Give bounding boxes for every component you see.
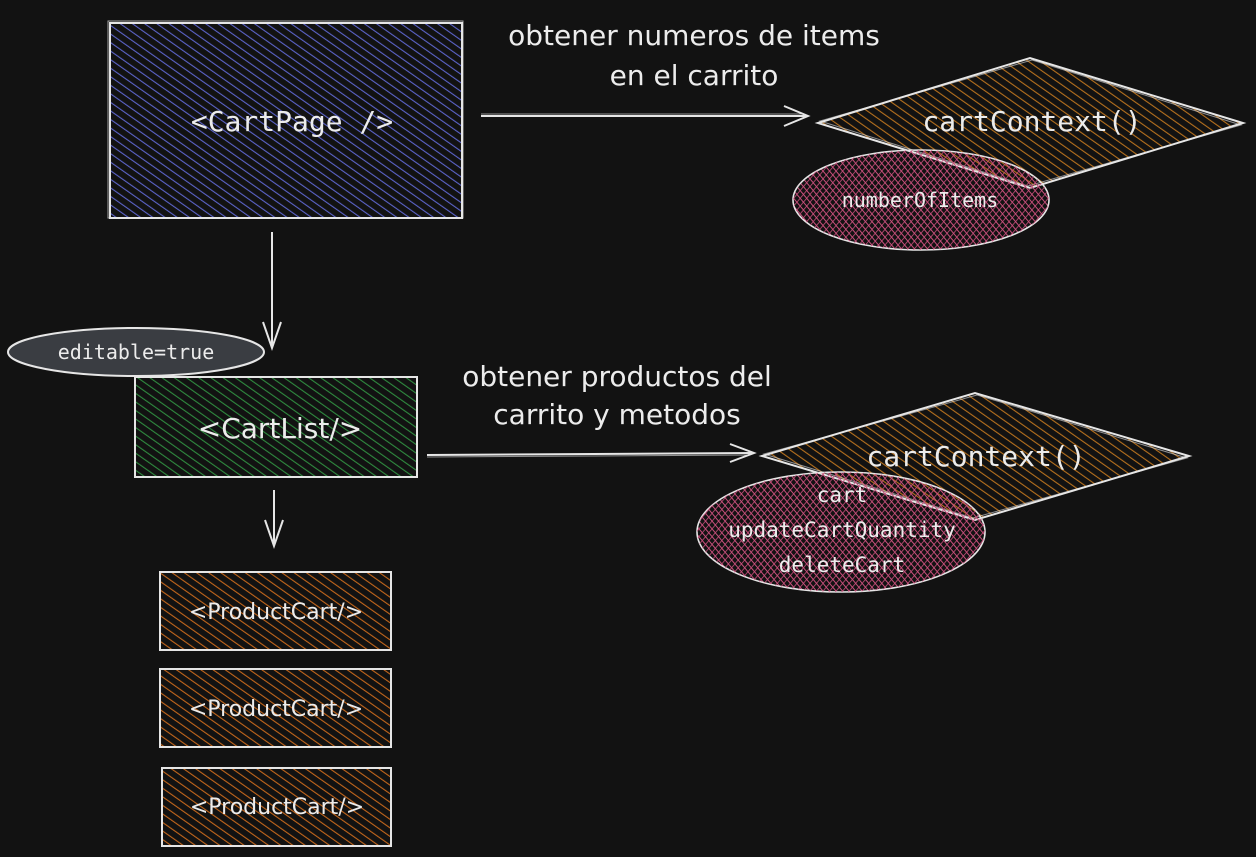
context-bottom-value-update: updateCartQuantity bbox=[728, 518, 956, 542]
cart-list-node: <CartList/> bbox=[134, 376, 418, 478]
annotation-bottom-line-2: carrito y metodos bbox=[493, 398, 740, 431]
context-top-node: cartContext() numberOfItems bbox=[792, 56, 1247, 251]
arrow-cartpage-to-cartlist bbox=[262, 232, 282, 352]
product-cart-label: <ProductCart/> bbox=[189, 697, 363, 722]
editable-badge-label: editable=true bbox=[58, 340, 215, 364]
annotation-top-line-1: obtener numeros de items bbox=[508, 19, 880, 52]
cart-page-node: <CartPage /> bbox=[107, 20, 464, 219]
arrow-cartlist-to-context bbox=[426, 443, 757, 463]
arrow-cartlist-to-products bbox=[264, 490, 284, 550]
context-bottom-value-delete: deleteCart bbox=[779, 553, 905, 577]
product-cart-2: <ProductCart/> bbox=[159, 668, 392, 748]
context-bottom-label: cartContext() bbox=[866, 440, 1085, 473]
annotation-top: obtener numeros de items en el carrito bbox=[508, 19, 880, 92]
editable-badge: editable=true bbox=[7, 327, 265, 377]
product-cart-label: <ProductCart/> bbox=[189, 600, 363, 625]
product-cart-1: <ProductCart/> bbox=[159, 571, 392, 651]
context-top-value: numberOfItems bbox=[842, 188, 999, 212]
context-top-label: cartContext() bbox=[922, 105, 1141, 138]
annotation-top-line-2: en el carrito bbox=[610, 59, 779, 92]
cart-list-label: <CartList/> bbox=[198, 412, 363, 445]
cart-list-box bbox=[134, 376, 418, 478]
cart-page-label: <CartPage /> bbox=[191, 105, 393, 138]
arrow-cartpage-to-context bbox=[481, 105, 811, 127]
context-bottom-value-cart: cart bbox=[817, 483, 868, 507]
product-cart-label: <ProductCart/> bbox=[190, 795, 364, 820]
product-cart-3: <ProductCart/> bbox=[161, 767, 392, 847]
context-bottom-node: cartContext() cart updateCartQuantity de… bbox=[696, 391, 1193, 593]
annotation-bottom: obtener productos del carrito y metodos bbox=[462, 360, 772, 431]
cart-page-box bbox=[109, 22, 463, 219]
annotation-bottom-line-1: obtener productos del bbox=[462, 360, 772, 393]
